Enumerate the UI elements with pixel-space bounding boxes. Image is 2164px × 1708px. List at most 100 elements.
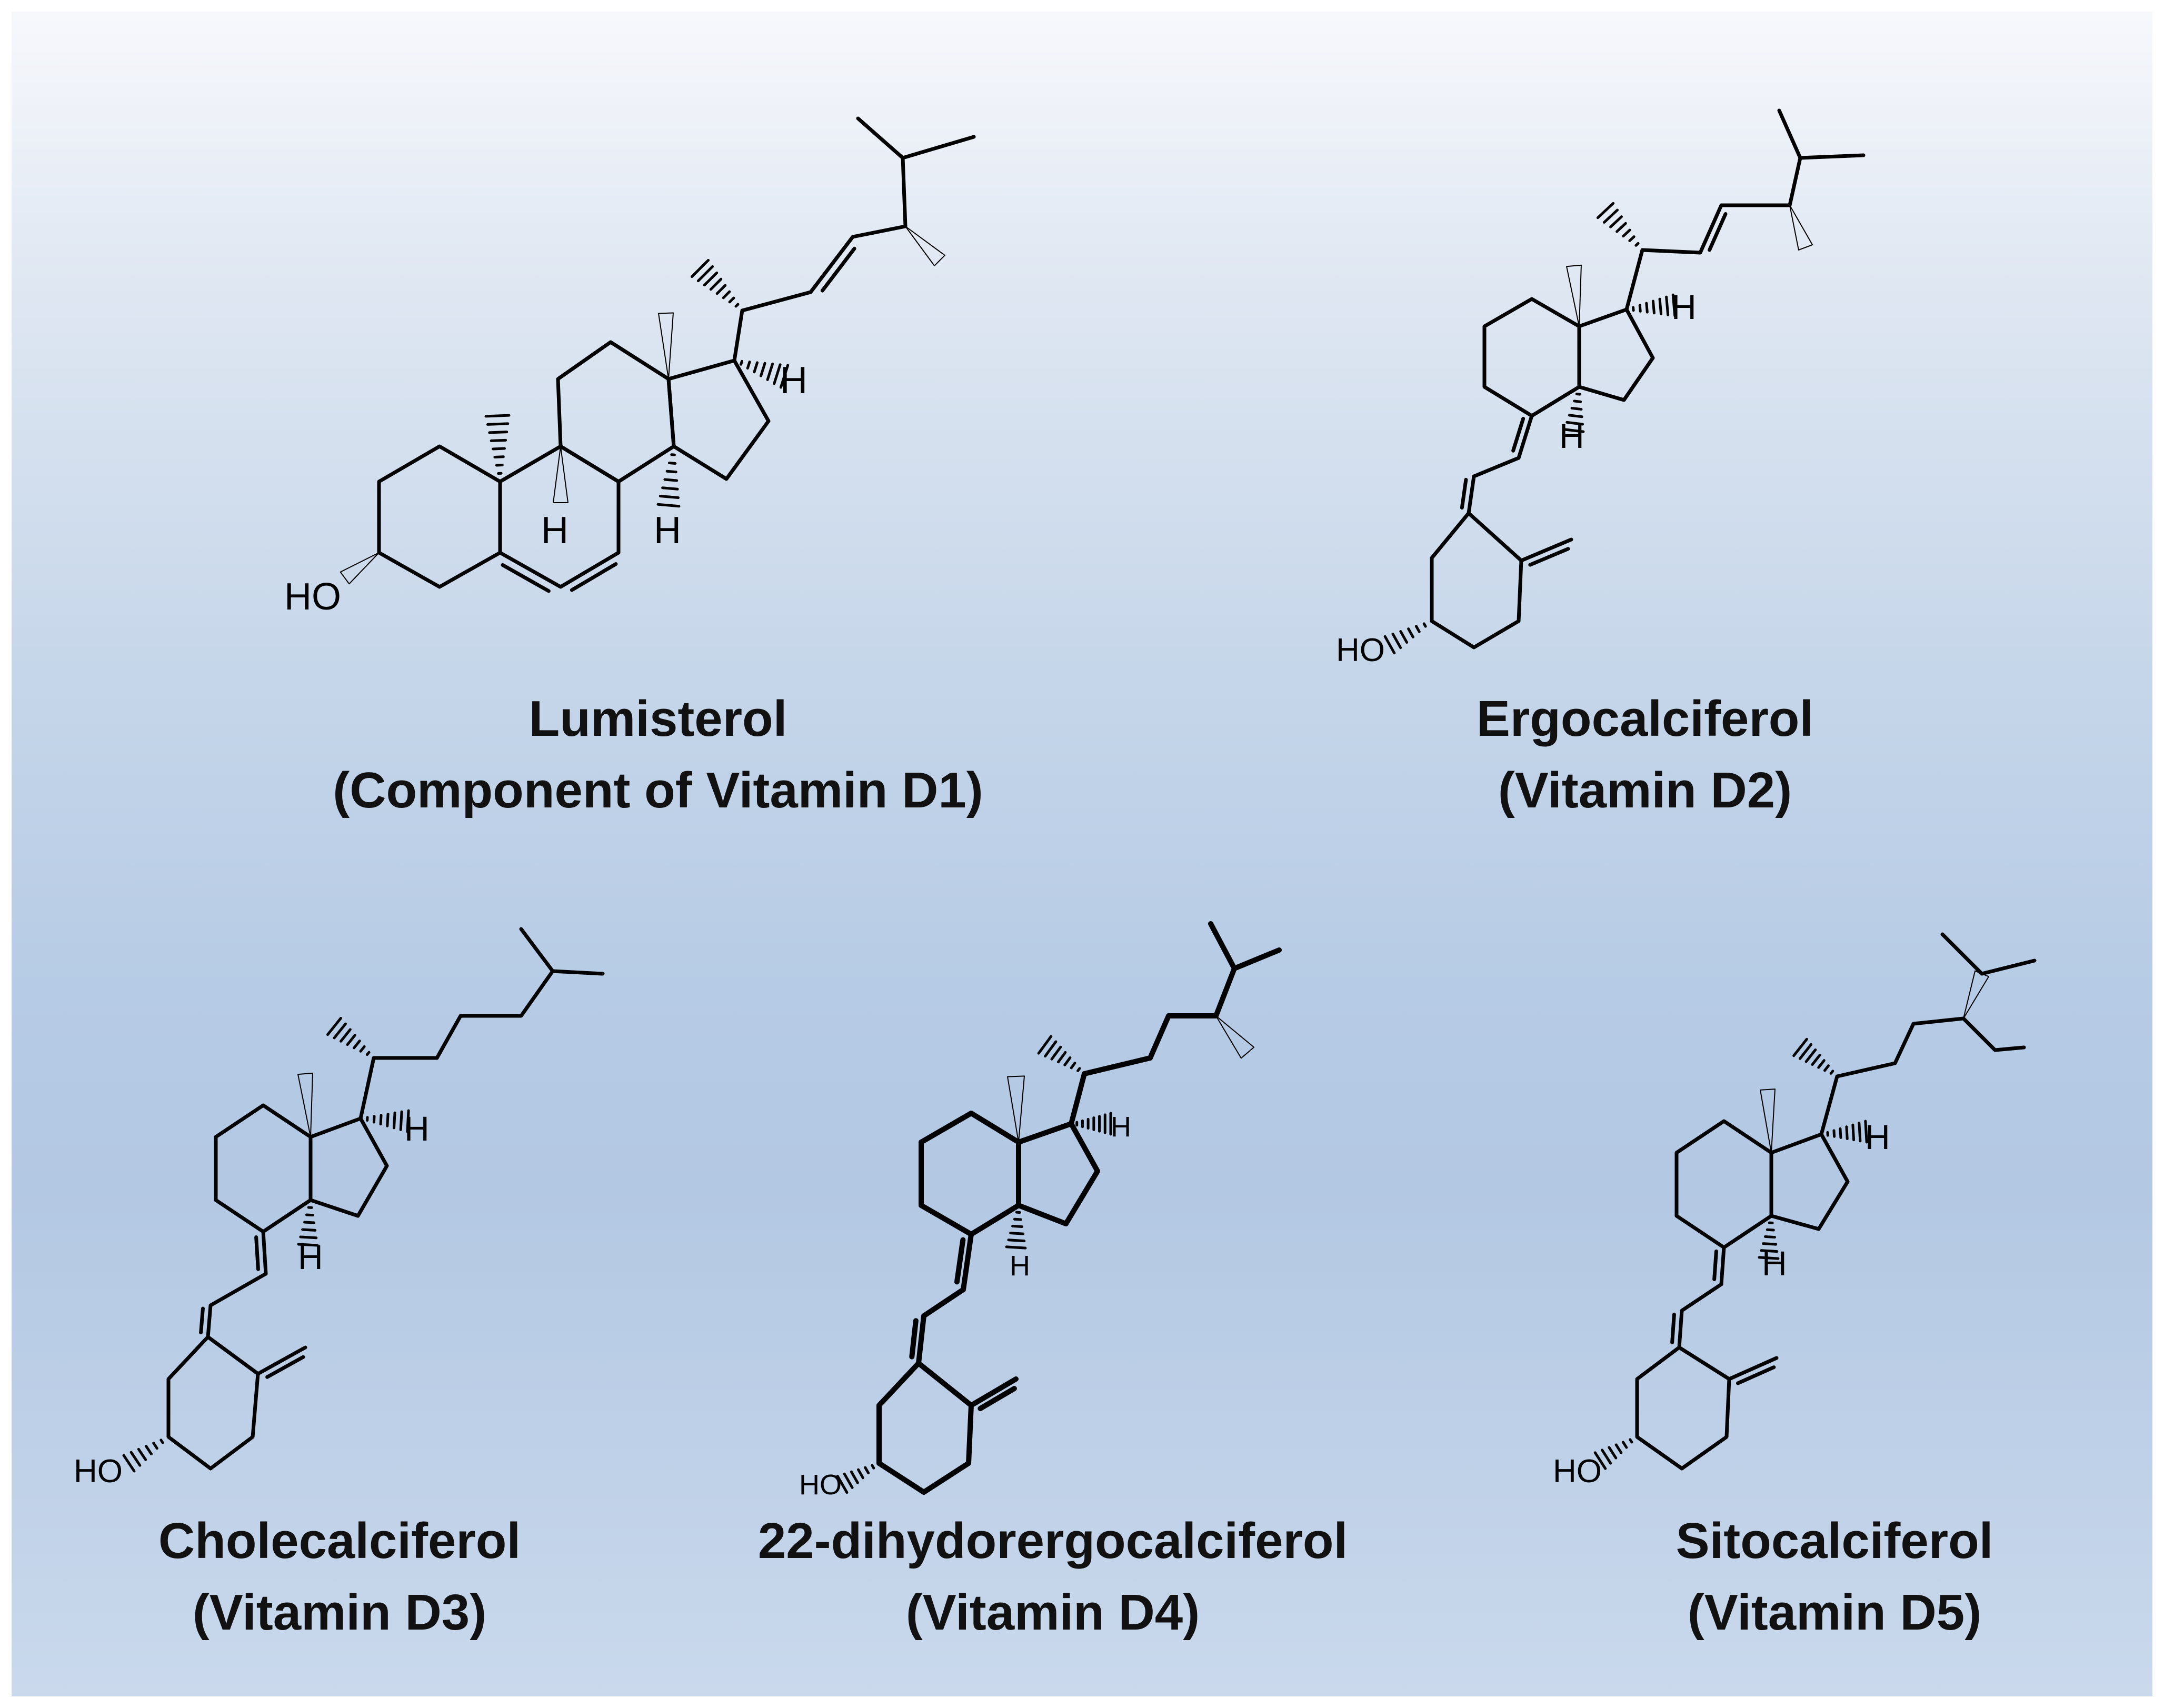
wedge-bond — [658, 312, 674, 379]
hash-bond — [728, 296, 735, 304]
hash-bond — [366, 1051, 371, 1056]
bond — [519, 927, 555, 973]
compound-name: Cholecalciferol — [158, 1513, 521, 1569]
hash-bond — [715, 284, 727, 295]
hash-bond — [486, 422, 510, 426]
sitocalciferol-caption: Sitocalciferol (Vitamin D5) — [1624, 1505, 2045, 1649]
bond — [1635, 1345, 1731, 1471]
bond — [820, 246, 856, 293]
ergocalciferol-hydroxyl-label: HO — [1336, 632, 1385, 668]
bond — [199, 1306, 205, 1335]
lumisterol-h-label: H — [541, 510, 569, 552]
bond — [265, 1355, 305, 1379]
dihydroergocalciferol-h-label: H — [1111, 1111, 1131, 1143]
bond — [358, 969, 605, 1121]
hash-bond — [746, 361, 751, 370]
lumisterol-h-label: H — [780, 359, 807, 402]
hash-bond — [753, 361, 759, 374]
hash-bond — [722, 290, 731, 299]
bond — [1528, 547, 1570, 567]
hash-bond — [1596, 202, 1615, 219]
lumisterol-structure — [340, 116, 976, 593]
hash-bond — [1798, 1043, 1813, 1060]
ergocalciferol-h-label: H — [1671, 287, 1697, 326]
hash-bond — [1615, 222, 1627, 233]
hash-bond — [663, 478, 679, 482]
bond — [909, 1318, 919, 1360]
hash-bond — [1817, 1059, 1826, 1069]
bond — [377, 444, 502, 589]
hash-bond — [152, 1442, 158, 1450]
bond — [206, 1272, 268, 1339]
compound-subtitle: (Vitamin D3) — [192, 1584, 487, 1641]
hash-bond — [1013, 1217, 1022, 1221]
bond — [1677, 1282, 1723, 1350]
compound-name: Ergocalciferol — [1476, 691, 1814, 747]
bond — [916, 1287, 966, 1366]
sitocalciferol-hydroxyl-label: HO — [1553, 1453, 1602, 1490]
bond — [1016, 1121, 1100, 1226]
bond — [1940, 932, 1984, 976]
hash-bond — [1056, 1051, 1067, 1064]
ergocalciferol-caption: Ergocalciferol (Vitamin D2) — [1434, 683, 1856, 826]
hash-bond — [1760, 1249, 1779, 1253]
hash-bond — [490, 438, 507, 442]
hash-bond — [843, 1472, 854, 1489]
bond — [1769, 1132, 1850, 1231]
lumisterol-hydroxyl-label: HO — [284, 576, 341, 618]
dihydroergocalciferol-h-label: H — [1010, 1250, 1030, 1282]
bond — [556, 340, 676, 484]
bond — [1467, 456, 1521, 515]
dihydroergocalciferol-caption: 22-dihydorergocalciferol (Vitamin D4) — [737, 1505, 1369, 1649]
bond — [978, 1386, 1017, 1412]
hash-bond — [406, 1109, 410, 1133]
bond — [1798, 153, 1866, 160]
hash-bond — [871, 1464, 875, 1470]
hash-bond — [159, 1439, 164, 1444]
hash-bond — [850, 1470, 859, 1484]
dihydroergocalciferol-hydroxyl-label: HO — [799, 1469, 842, 1501]
wedge-bond — [1007, 1075, 1025, 1143]
wedge-bond — [1215, 1015, 1255, 1059]
hash-bond — [399, 1110, 403, 1131]
bond — [166, 1335, 260, 1471]
hash-bond — [1414, 625, 1421, 633]
hash-bond — [1851, 1123, 1856, 1142]
hash-bond — [665, 470, 677, 474]
hash-bond — [696, 265, 714, 283]
hash-bond — [1050, 1045, 1062, 1061]
hash-bond — [1007, 1238, 1026, 1243]
hash-bond — [1391, 632, 1402, 650]
hash-bond — [1573, 399, 1582, 403]
wedge-bond — [905, 226, 945, 266]
compound-subtitle: (Vitamin D5) — [1687, 1584, 1982, 1641]
bond — [1519, 537, 1573, 563]
hash-bond — [1632, 306, 1635, 312]
bond — [876, 1361, 974, 1495]
hash-bond — [303, 1221, 315, 1224]
hash-bond — [392, 1111, 396, 1130]
hash-bond — [1601, 1449, 1612, 1465]
bond — [1069, 921, 1237, 1126]
bond — [1980, 958, 2037, 976]
bond — [1517, 414, 1534, 460]
bond — [1708, 212, 1728, 252]
wedge-bond — [340, 552, 380, 585]
hash-bond — [129, 1451, 142, 1467]
hash-bond — [1407, 627, 1414, 638]
compound-subtitle: (Vitamin D4) — [905, 1584, 1200, 1641]
hash-bond — [333, 1022, 347, 1040]
hash-bond — [1764, 1235, 1776, 1239]
hash-bond — [1839, 1127, 1842, 1139]
hash-bond — [1076, 1067, 1081, 1072]
bond — [254, 1235, 260, 1271]
hash-bond — [1804, 1048, 1817, 1063]
bond — [901, 135, 976, 160]
hash-bond — [773, 363, 782, 385]
bond — [308, 1116, 389, 1218]
bond — [1482, 297, 1581, 418]
hash-bond — [1568, 414, 1583, 418]
hash-bond — [1671, 293, 1677, 317]
hash-bond — [326, 1016, 342, 1036]
hash-bond — [1383, 635, 1396, 655]
